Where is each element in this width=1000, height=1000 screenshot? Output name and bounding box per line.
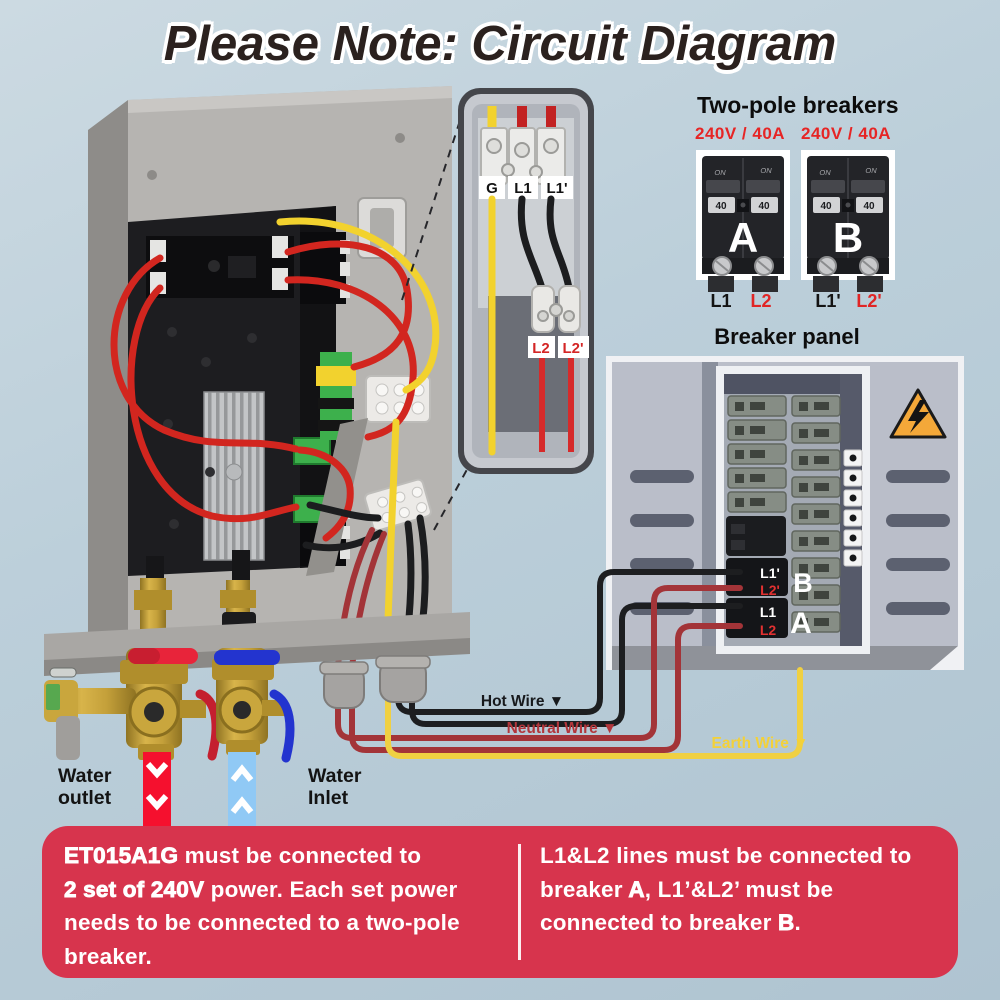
breaker-b-letter: B — [833, 214, 863, 261]
breaker-b-on-label: ON — [865, 166, 877, 175]
heater-side-panel — [88, 100, 128, 652]
breaker-b-amp: 40 — [820, 201, 832, 212]
breaker-a-terminal-l1: L1 — [710, 291, 732, 311]
slot-b-l2-label: L2' — [760, 582, 780, 598]
breaker-b-switch — [856, 197, 883, 213]
inlet-handle — [214, 650, 280, 665]
panel-vent — [886, 514, 950, 527]
two-pole-breaker-b: ON ON 40 40 B — [801, 150, 895, 292]
breaker-a-amp: 40 — [715, 201, 727, 212]
neutral-wire-1 — [335, 585, 743, 741]
inset-l2p-label: L2' — [562, 340, 583, 357]
slot-a-letter: A — [790, 607, 812, 640]
note-divider — [518, 844, 521, 960]
breaker-a-switch — [708, 197, 735, 213]
breaker-panel: L1' L2' B L1 L2 A — [606, 356, 964, 670]
panel-vent — [630, 514, 694, 527]
hot-wire-2 — [409, 603, 743, 727]
water-inlet-label: Water Inlet — [308, 765, 362, 810]
inset-l1p-label: L1' — [546, 180, 567, 197]
cable-glands — [319, 655, 431, 709]
water-outlet-label: Water outlet — [58, 765, 112, 810]
panel-vent — [630, 470, 694, 483]
wire-runs — [335, 569, 803, 759]
two-pole-breaker-a: ON ON 40 40 A — [696, 150, 790, 292]
breaker-panel-heading: Breaker panel — [714, 324, 860, 349]
inset-l1-label: L1 — [514, 180, 532, 197]
breaker-a-switch — [751, 197, 778, 213]
breaker-a-rating: 240V / 40A — [695, 124, 786, 143]
callout-line — [401, 101, 467, 301]
inlet-flow-band — [228, 752, 256, 828]
breaker-a-terminal-l2: L2 — [750, 291, 772, 311]
breaker-b-switch — [813, 197, 840, 213]
slot-a-l2-label: L2 — [760, 622, 777, 638]
screw — [147, 170, 157, 180]
inset-l2-label: L2 — [532, 340, 550, 357]
earth-wire — [385, 661, 803, 759]
plumbing — [44, 648, 295, 828]
outlet-drain-lever — [195, 689, 221, 761]
board-screws — [163, 327, 257, 529]
panel-breaker-rows — [727, 395, 841, 633]
panel-vent — [886, 602, 950, 615]
bracket-arm — [306, 418, 368, 576]
inset-callout: G L1 L1' L2 L2' — [401, 88, 594, 531]
slot-a-l1-label: L1 — [760, 604, 777, 620]
outlet-flow-band — [143, 752, 171, 828]
slot-b-letter: B — [793, 568, 813, 598]
breaker-a-on-label: ON — [760, 166, 772, 175]
hot-wire-label: Hot Wire ▼ — [480, 693, 565, 710]
page-title: Please Note: Circuit Diagram — [163, 17, 837, 71]
control-board — [128, 206, 336, 576]
breaker-b-terminal-l2: L2' — [856, 291, 882, 311]
callout-line — [433, 463, 471, 531]
hot-wire-1 — [395, 569, 743, 715]
contactor — [146, 236, 294, 298]
relief-lever — [49, 667, 77, 678]
panel-vent — [630, 558, 694, 571]
breaker-a-letter: A — [728, 214, 758, 261]
slot-b-l1-label: L1' — [760, 565, 780, 581]
panel-vent — [886, 558, 950, 571]
breaker-b-amp: 40 — [863, 201, 875, 212]
inlet-drain-lever — [269, 689, 295, 763]
breaker-b-terminal-l1: L1' — [815, 291, 841, 311]
earth-wire-label: Earth Wire ▼ — [711, 735, 809, 752]
lightning-icon — [908, 400, 929, 433]
breaker-b-on-label: ON — [819, 168, 831, 177]
panel-switch-column — [843, 449, 863, 567]
screw — [395, 133, 405, 143]
breaker-a-amp: 40 — [758, 201, 770, 212]
two-pole-breakers-heading: Two-pole breakers — [697, 92, 899, 118]
neutral-wire-2 — [349, 623, 743, 753]
yellow-wire — [276, 217, 440, 394]
breaker-a-on-label: ON — [714, 168, 726, 177]
water-heater-unit — [88, 86, 452, 671]
panel-vent — [886, 470, 950, 483]
neutral-wire-label: Neutral Wire ▼ — [506, 720, 618, 737]
breaker-b-rating: 240V / 40A — [801, 124, 892, 143]
inset-g-label: G — [486, 180, 498, 197]
